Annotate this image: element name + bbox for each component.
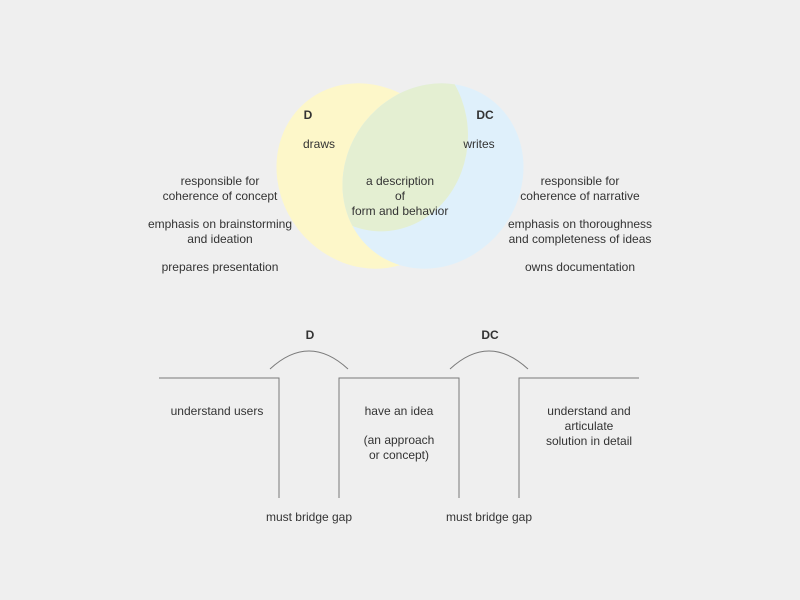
overlap-region xyxy=(342,83,468,232)
gap-2-label: must bridge gap xyxy=(445,510,533,524)
gap-1-label: must bridge gap xyxy=(265,510,353,524)
dc-title: DC xyxy=(476,108,494,122)
dc-verb: writes xyxy=(463,137,495,151)
right-cliff xyxy=(518,377,639,498)
d-verb: draws xyxy=(302,137,335,151)
left-cliff xyxy=(159,377,280,498)
d-bridge-arc xyxy=(269,350,349,370)
bridge-d-label: D xyxy=(305,328,315,342)
bridge-dc-label: DC xyxy=(481,328,499,342)
d-title: D xyxy=(303,108,313,122)
middle-plateau xyxy=(338,377,460,498)
left-text: understand users xyxy=(170,404,264,418)
d-note-3: prepares presentation xyxy=(161,260,279,274)
dc-bridge-arc xyxy=(449,350,529,370)
d-note-1: responsible for coherence of concept xyxy=(162,174,278,203)
dc-note-3: owns documentation xyxy=(524,260,636,274)
middle-subtext: (an approach or concept) xyxy=(363,433,435,462)
right-text: understand and articulate solution in de… xyxy=(545,404,633,448)
dc-note-2: emphasis on thoroughness and completenes… xyxy=(507,217,653,246)
overlap-text: a description of form and behavior xyxy=(351,174,449,218)
middle-text: have an idea xyxy=(364,404,434,418)
dc-note-1: responsible for coherence of narrative xyxy=(520,174,640,203)
d-note-2: emphasis on brainstorming and ideation xyxy=(147,217,293,246)
